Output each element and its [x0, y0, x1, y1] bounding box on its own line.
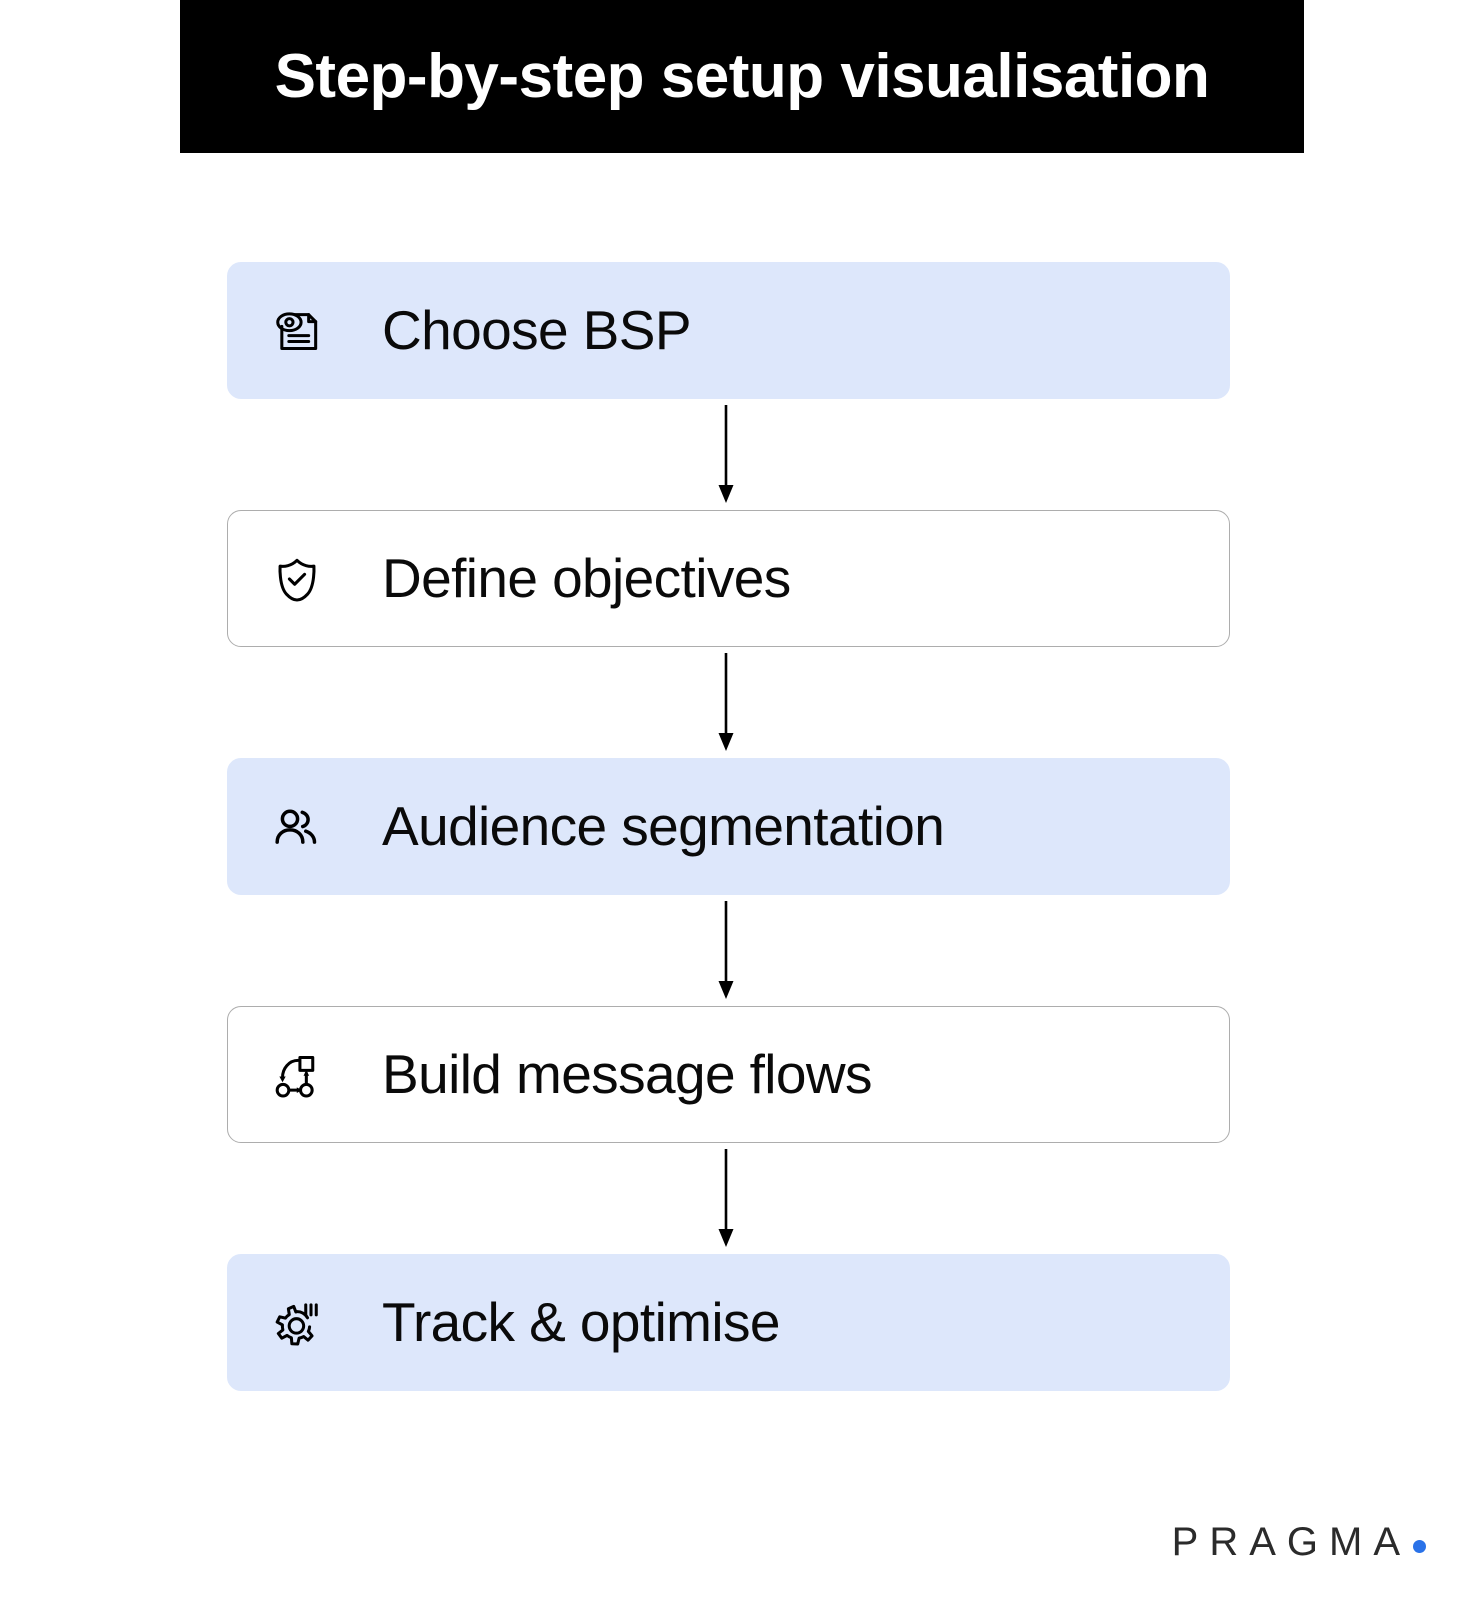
page-title: Step-by-step setup visualisation [274, 41, 1210, 111]
flow-connector-arrow [227, 895, 1230, 1006]
workflow-nodes-icon [268, 1046, 326, 1104]
flow-step-label: Track & optimise [382, 1291, 781, 1353]
flowchart: Choose BSP Define objectives [227, 262, 1230, 1391]
gear-settings-icon [268, 1294, 326, 1352]
flow-step-choose-bsp[interactable]: Choose BSP [227, 262, 1230, 399]
flow-step-build-message-flows[interactable]: Build message flows [227, 1006, 1230, 1143]
flow-step-audience-segmentation[interactable]: Audience segmentation [227, 758, 1230, 895]
flow-connector-arrow [227, 399, 1230, 510]
brand-logo: PRAGMA [1172, 1522, 1426, 1562]
flow-step-track-optimise[interactable]: Track & optimise [227, 1254, 1230, 1391]
flow-step-label: Define objectives [382, 547, 791, 609]
brand-dot-icon [1413, 1540, 1426, 1553]
document-preview-icon [268, 302, 326, 360]
brand-wordmark: PRAGMA [1171, 1520, 1411, 1564]
flow-step-define-objectives[interactable]: Define objectives [227, 510, 1230, 647]
title-banner: Step-by-step setup visualisation [180, 0, 1304, 153]
flow-step-label: Build message flows [382, 1043, 873, 1105]
flow-step-label: Choose BSP [382, 299, 692, 361]
flow-connector-arrow [227, 1143, 1230, 1254]
users-group-icon [268, 798, 326, 856]
flow-step-label: Audience segmentation [382, 795, 945, 857]
flow-connector-arrow [227, 647, 1230, 758]
shield-check-icon [268, 550, 326, 608]
